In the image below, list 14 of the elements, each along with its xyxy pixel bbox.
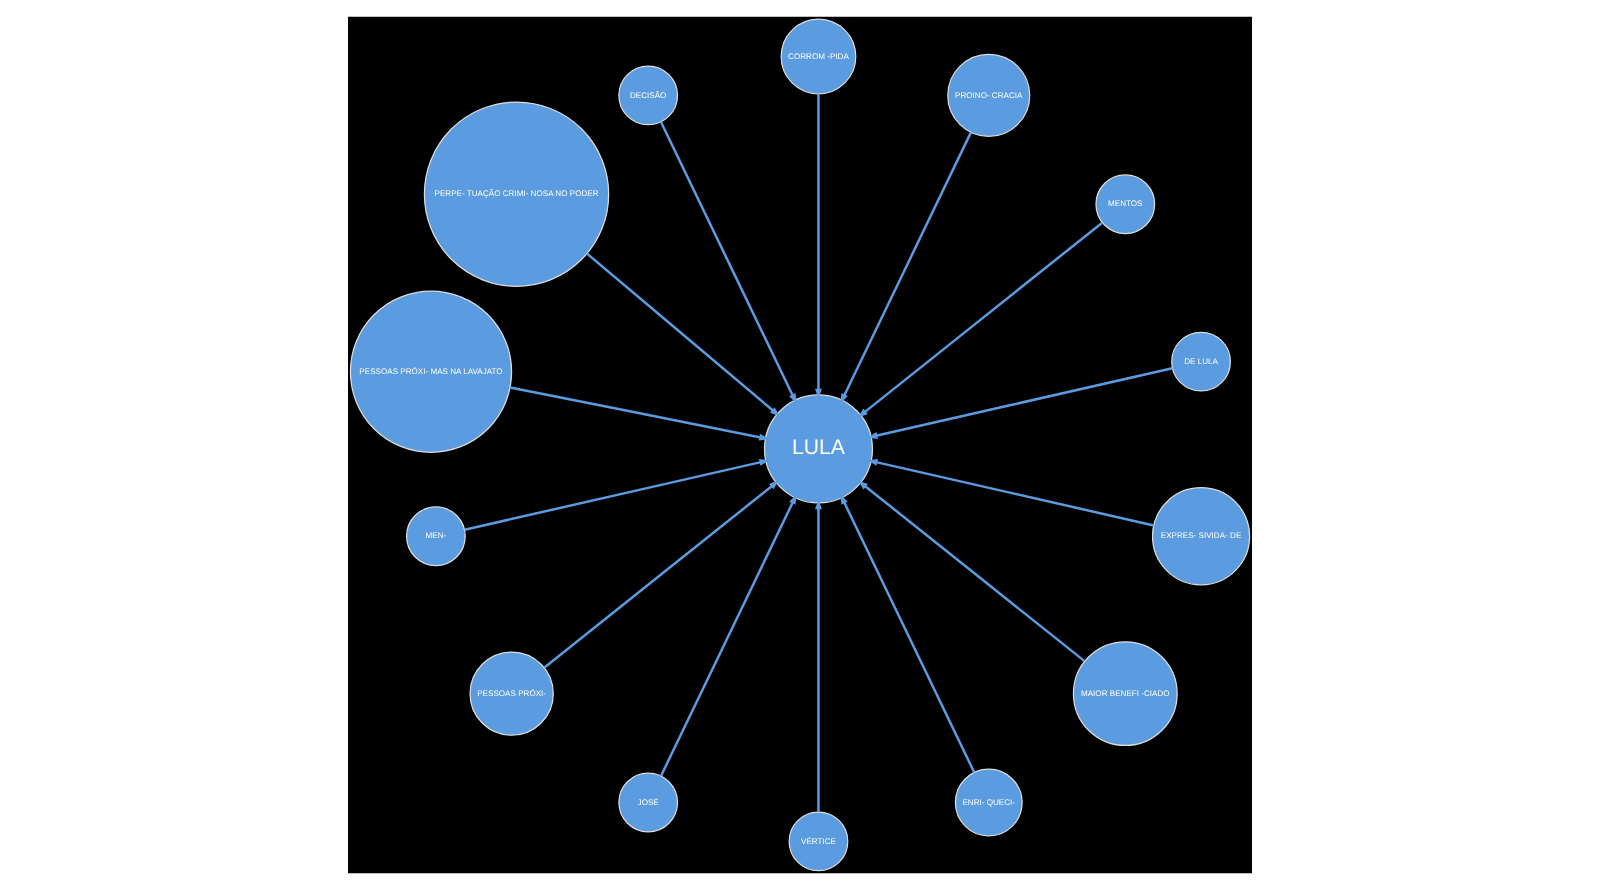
arrow bbox=[867, 366, 1173, 439]
arrow bbox=[857, 221, 1103, 418]
arrow bbox=[586, 252, 780, 417]
arrow bbox=[464, 458, 770, 531]
arrow bbox=[840, 131, 973, 404]
arrow bbox=[543, 480, 780, 669]
arrow bbox=[840, 494, 976, 773]
arrow bbox=[857, 480, 1086, 663]
arrow bbox=[659, 494, 797, 777]
arrow bbox=[814, 93, 822, 399]
arrow bbox=[659, 121, 797, 404]
arrow bbox=[814, 499, 822, 813]
arrow bbox=[509, 386, 770, 441]
arrow bbox=[867, 458, 1155, 527]
